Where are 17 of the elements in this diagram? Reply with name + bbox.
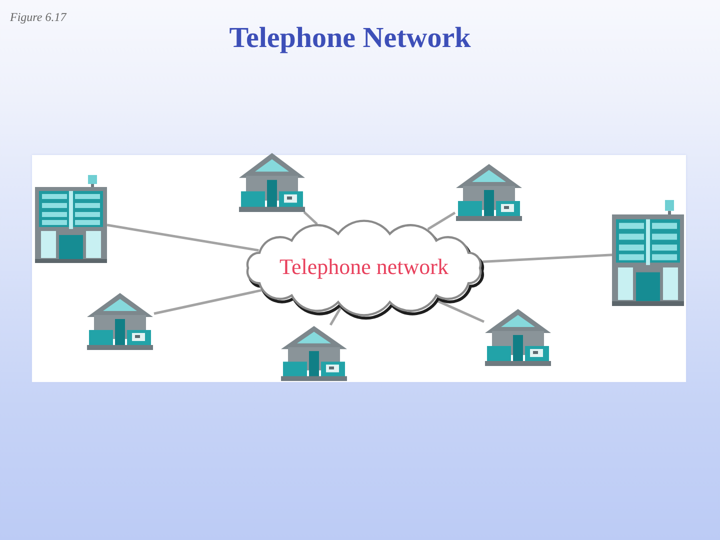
- connection-line: [482, 254, 612, 263]
- house-drawing: [455, 163, 523, 221]
- house-drawing: [484, 308, 552, 366]
- diagram-title: Telephone Network: [229, 22, 471, 55]
- connection-line: [427, 212, 456, 230]
- office-building-drawing: [612, 200, 684, 306]
- connection-line: [106, 224, 259, 252]
- figure-number: Figure 6.17: [10, 10, 66, 25]
- house-drawing: [86, 292, 154, 350]
- connection-line: [303, 211, 318, 226]
- cloud-label: Telephone network: [280, 254, 448, 280]
- connection-line: [329, 307, 342, 326]
- house-drawing: [280, 325, 348, 381]
- connection-line: [438, 300, 484, 323]
- office-building-drawing: [35, 175, 107, 263]
- house-drawing: [238, 152, 306, 212]
- connection-line: [154, 289, 262, 315]
